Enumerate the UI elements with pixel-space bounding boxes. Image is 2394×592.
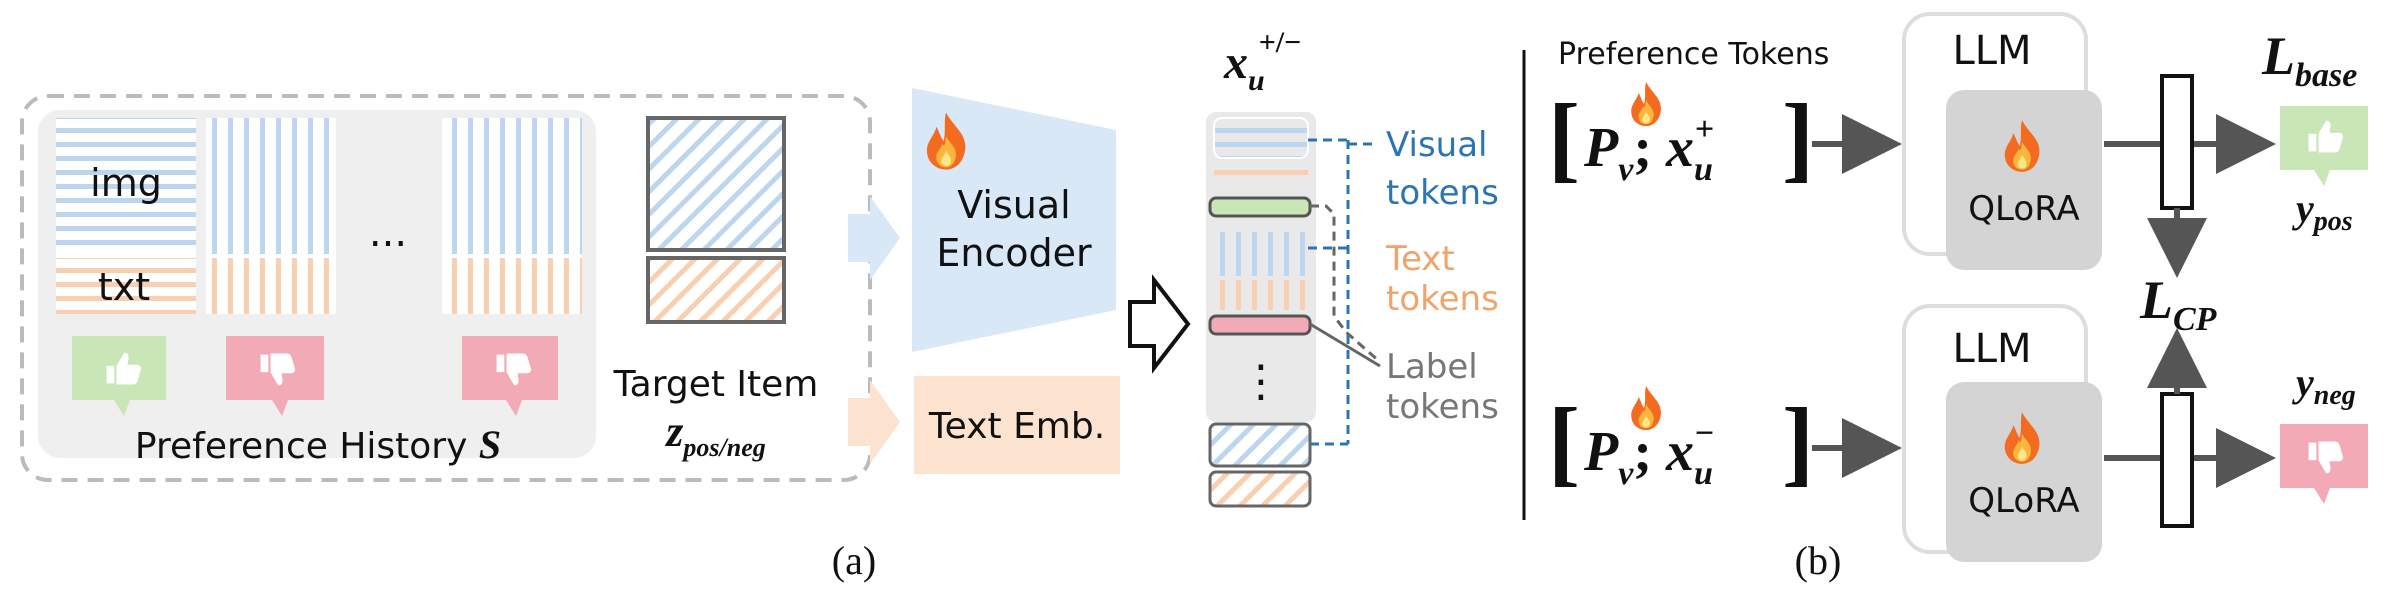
- dislike-bubble-output: [2280, 424, 2368, 504]
- dislike-bubble-2: [462, 336, 558, 416]
- label-token-pos: [1208, 196, 1312, 218]
- target-item-symbol: zpos/neg: [664, 407, 765, 462]
- text-token-1: [1214, 162, 1308, 184]
- panel-b-caption: (b): [1795, 538, 1842, 583]
- history-card-3: [442, 118, 582, 314]
- txt-label: txt: [98, 265, 150, 309]
- llm-bottom: LLM QLoRA: [1902, 304, 2102, 562]
- legend-text-1: Text: [1385, 239, 1455, 279]
- history-outer-dashed-box: [20, 94, 872, 482]
- sequence-vdots: ⋮: [1239, 356, 1283, 407]
- visual-encoder: Visual Encoder: [912, 88, 1116, 352]
- visual-token-connector: [1308, 138, 1374, 446]
- llm-bottom-label: LLM: [1952, 326, 2031, 372]
- svg-text:[: [: [1548, 84, 1580, 191]
- to-sequence-arrow: [1128, 274, 1191, 374]
- loss-base: Lbase: [2261, 26, 2357, 94]
- panel-a: img txt ... Preference Hi: [20, 26, 1499, 583]
- image-input-arrow: [848, 196, 900, 280]
- qlora-top-label: QLoRA: [1968, 189, 2079, 229]
- preference-tokens-label: Preference Tokens: [1558, 37, 1829, 72]
- svg-text:]: ]: [1782, 388, 1814, 495]
- flame-icon: [1631, 385, 1661, 431]
- history-card-2: [206, 118, 336, 314]
- legend-text-2: tokens: [1386, 279, 1499, 319]
- visual-token-2: [1214, 232, 1308, 276]
- legend-label-1: Label: [1386, 347, 1478, 387]
- text-input-arrow: [848, 380, 900, 464]
- token-sequence: ⋮: [1206, 112, 1316, 508]
- input-bottom: [ Pv;xu− ]: [1548, 385, 1814, 495]
- label-token-connector: [1310, 204, 1381, 364]
- qlora-bottom-label: QLoRA: [1968, 481, 2079, 521]
- preference-history-label: Preference History S: [135, 422, 501, 467]
- panel-b: Preference Tokens [ Pv;xu+ ] LLM QLoRA L…: [1548, 12, 2368, 583]
- output-bar-bottom: [2160, 392, 2194, 528]
- label-token-neg: [1208, 314, 1312, 336]
- dislike-bubble-1: [226, 336, 324, 416]
- like-bubble-1: [72, 336, 166, 416]
- llm-top: LLM QLoRA: [1902, 12, 2102, 270]
- legend-visual-1: Visual: [1386, 125, 1488, 165]
- svg-text:Pv;xu−: Pv;xu−: [1583, 415, 1714, 492]
- sequence-symbol: xu+/−: [1223, 26, 1301, 97]
- text-embedding: Text Emb.: [914, 376, 1120, 474]
- target-text-token: [1208, 470, 1312, 508]
- target-visual-token: [1208, 422, 1312, 468]
- svg-text:[: [: [1548, 388, 1580, 495]
- history-card-1: img txt: [56, 118, 196, 314]
- label-token-connector-2: [1309, 322, 1381, 368]
- visual-token-1: [1213, 117, 1309, 159]
- legend-label-2: tokens: [1386, 387, 1499, 427]
- svg-text:Pv;xu+: Pv;xu+: [1583, 111, 1714, 188]
- legend-visual-2: tokens: [1386, 173, 1499, 213]
- y-pos: ypos: [2292, 186, 2353, 237]
- visual-encoder-line1: Visual: [957, 183, 1070, 227]
- panel-a-caption: (a): [832, 538, 876, 583]
- target-item-label: Target Item: [613, 364, 819, 405]
- text-token-2: [1214, 280, 1308, 310]
- llm-top-label: LLM: [1952, 28, 2031, 74]
- visual-encoder-line2: Encoder: [936, 231, 1092, 275]
- text-embedding-label: Text Emb.: [928, 406, 1105, 447]
- flame-icon: [1631, 81, 1661, 127]
- svg-text:]: ]: [1782, 84, 1814, 191]
- target-item: [646, 116, 786, 324]
- history-ellipsis: ...: [369, 210, 407, 256]
- input-top: [ Pv;xu+ ]: [1548, 81, 1814, 191]
- like-bubble-output: [2280, 106, 2368, 186]
- output-bar-top: [2160, 74, 2194, 210]
- loss-cp: LCP: [2139, 270, 2217, 338]
- img-label: img: [90, 161, 162, 205]
- y-neg: yneg: [2292, 360, 2356, 411]
